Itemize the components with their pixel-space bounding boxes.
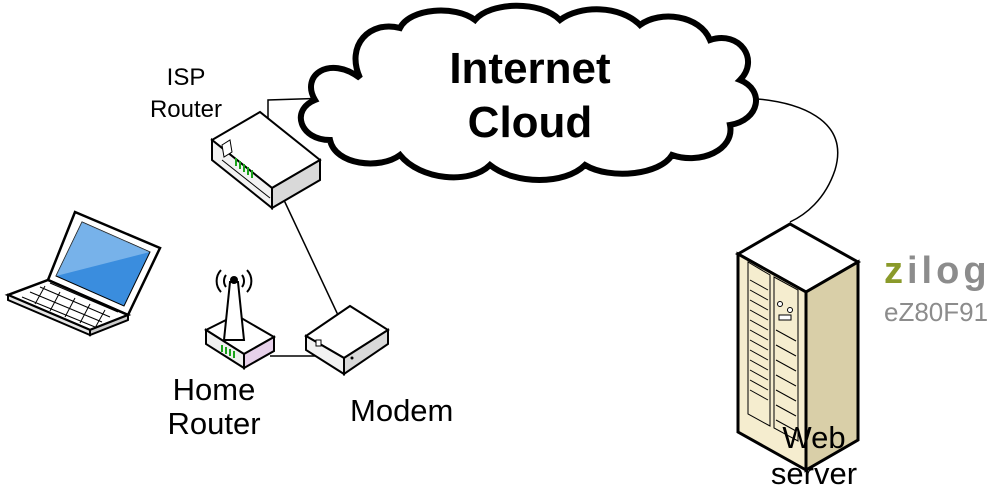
modem-label: Modem	[350, 393, 454, 428]
isp-router-icon	[210, 110, 322, 211]
isp-router-label-line2: Router	[149, 96, 223, 123]
home-router-icon	[203, 269, 277, 370]
zilog-logo-z: z	[884, 250, 907, 292]
web-server-label-line2: server	[770, 456, 858, 491]
modem-icon	[304, 304, 390, 376]
home-router-label-line1: Home	[172, 372, 256, 407]
web-server-label-line1: Web	[782, 420, 846, 455]
home-router-label-line2: Router	[167, 406, 261, 441]
isp-router-label: ISP Router	[140, 62, 232, 126]
cloud-label-line1: Internet	[449, 44, 611, 93]
laptop-icon	[4, 210, 162, 337]
chip-model-label: eZ80F91	[884, 297, 989, 327]
web-server-label: Web server	[762, 420, 866, 492]
home-router-label: Home Router	[158, 373, 270, 441]
zilog-logo: zilog	[884, 250, 991, 293]
cloud-label: Internet Cloud	[395, 42, 665, 150]
zilog-logo-rest: ilog	[907, 250, 991, 292]
cloud-to-server-link	[741, 97, 839, 223]
isp-router-label-line1: ISP	[166, 64, 206, 91]
cloud-label-line2: Cloud	[467, 98, 593, 147]
isp-to-modem-link	[282, 197, 346, 331]
web-server-icon	[734, 222, 862, 473]
internet-cloud-icon	[297, 2, 759, 183]
